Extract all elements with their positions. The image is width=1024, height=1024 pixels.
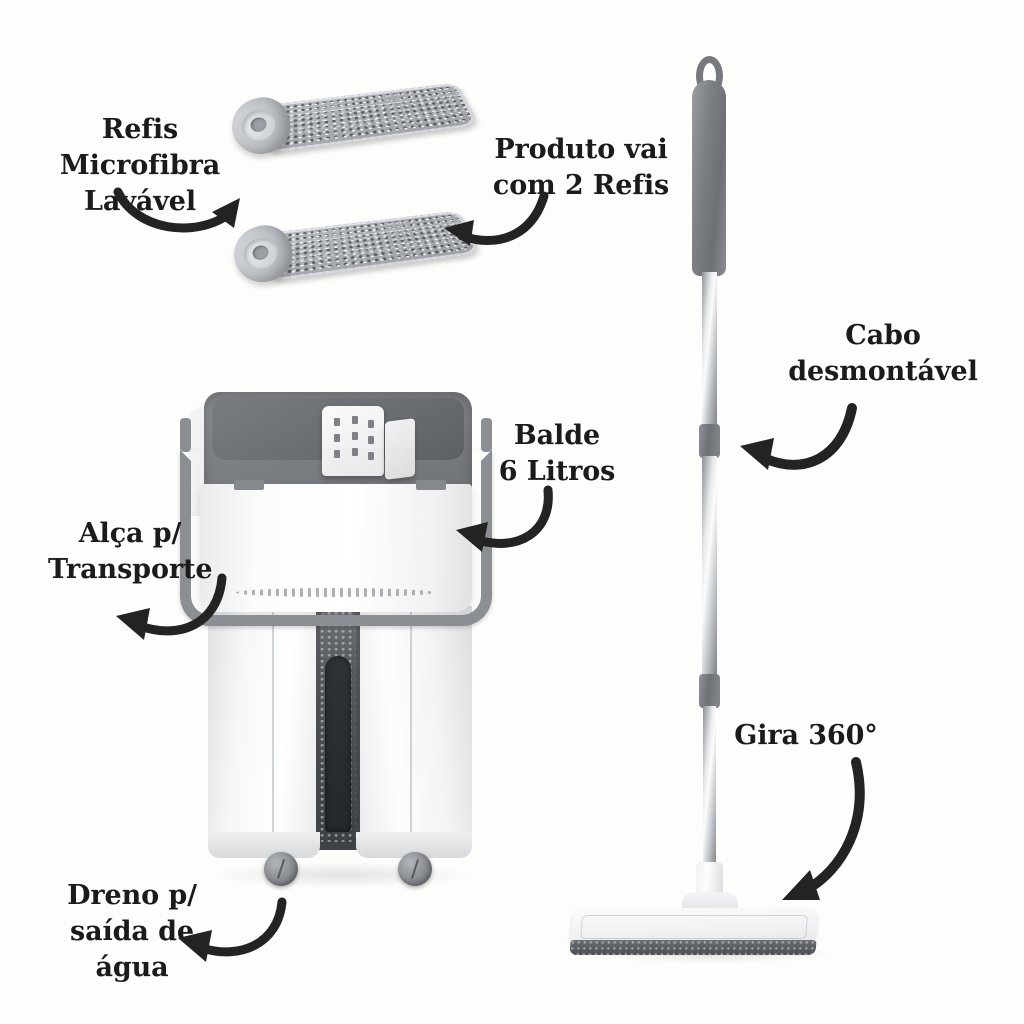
bucket-stored-mop-pad — [320, 612, 356, 842]
bucket-handle-pivot — [180, 418, 191, 452]
bucket-handle-pivot — [481, 418, 492, 452]
bucket-lower-left — [208, 606, 320, 854]
bucket-foot-left — [208, 832, 320, 858]
bucket-drain-cap[interactable] — [398, 852, 432, 886]
microfiber-pad-bottom — [228, 212, 494, 316]
bucket-fold-line — [410, 608, 412, 852]
bucket-lower-right — [356, 606, 472, 854]
bucket-carry-handle[interactable] — [180, 450, 492, 626]
callout-dreno-saida-agua: Dreno p/ saída de água — [34, 878, 230, 986]
mop-pole-middle — [702, 456, 717, 678]
pad-hem — [271, 83, 480, 153]
callout-produto-2-refis: Produto vai com 2 Refis — [488, 132, 674, 204]
mop-grip — [692, 80, 726, 276]
mop-pole-upper — [702, 272, 717, 428]
bucket-product — [180, 392, 500, 902]
mop-product — [666, 56, 926, 912]
callout-cabo-desmontavel: Cabo desmontável — [772, 318, 994, 390]
mop-pole-connector[interactable] — [699, 424, 720, 458]
mop-head-pad-edge — [569, 940, 816, 955]
callout-alca-transporte: Alça p/ Transporte — [48, 516, 212, 588]
callout-gira-360: Gira 360° — [726, 718, 886, 754]
bucket-fold-line — [272, 608, 274, 852]
mop-pole-lower — [703, 706, 716, 872]
microfiber-pad-top — [226, 84, 492, 188]
pad-hem — [273, 211, 482, 281]
bucket-drain-cap[interactable] — [264, 852, 298, 886]
callout-balde-6-litros: Balde 6 Litros — [492, 418, 622, 490]
callout-refis-microfibra: Refis Microfibra Lavável — [22, 112, 258, 220]
mop-pole-connector[interactable] — [699, 674, 720, 708]
bucket-shadow — [208, 862, 474, 888]
